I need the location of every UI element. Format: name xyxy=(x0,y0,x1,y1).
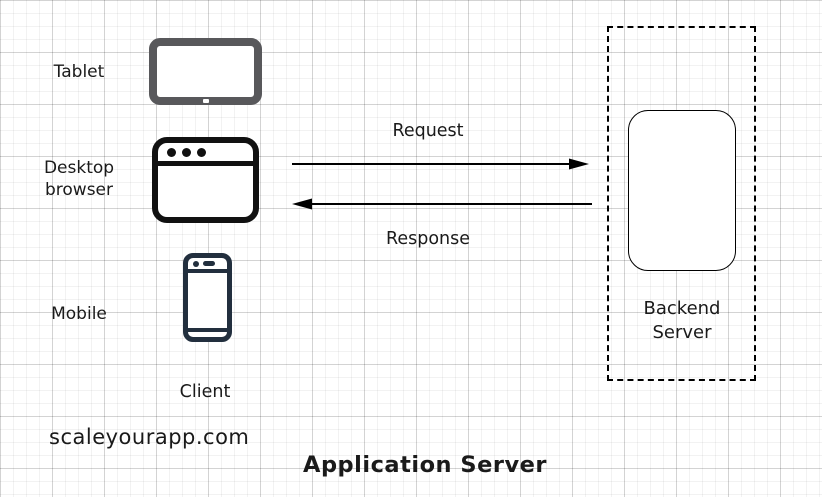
response-arrow xyxy=(292,198,592,210)
desktop-browser-icon xyxy=(152,137,259,223)
mobile-screen xyxy=(188,273,227,328)
browser-dot-icon xyxy=(197,147,206,157)
backend-server-label: Backend Server xyxy=(643,298,721,344)
mobile-phone-icon xyxy=(183,253,232,342)
camera-dot-icon xyxy=(193,260,199,267)
request-arrow xyxy=(292,158,589,170)
watermark-text: scaleyourapp.com xyxy=(49,425,250,449)
mobile-label: Mobile xyxy=(51,304,107,324)
rounded-server-node xyxy=(628,110,736,271)
browser-dot-icon xyxy=(182,147,191,157)
response-arrow-label: Response xyxy=(385,229,471,249)
tablet-label: Tablet xyxy=(53,62,105,82)
desktop-browser-label: Desktop browser xyxy=(43,158,115,201)
diagram-title: Application Server xyxy=(303,452,547,478)
browser-dot-icon xyxy=(167,147,176,157)
mobile-bottombar xyxy=(188,328,227,337)
mobile-topbar xyxy=(188,258,227,273)
speaker-bar-icon xyxy=(203,261,215,266)
arrows-graphic xyxy=(292,158,592,210)
client-group-label: Client xyxy=(179,382,231,402)
tablet-icon xyxy=(149,38,262,105)
dashed-server-boundary xyxy=(607,26,756,381)
request-arrow-label: Request xyxy=(392,121,464,141)
browser-titlebar xyxy=(158,143,253,166)
tablet-home-button-dot xyxy=(202,99,209,103)
